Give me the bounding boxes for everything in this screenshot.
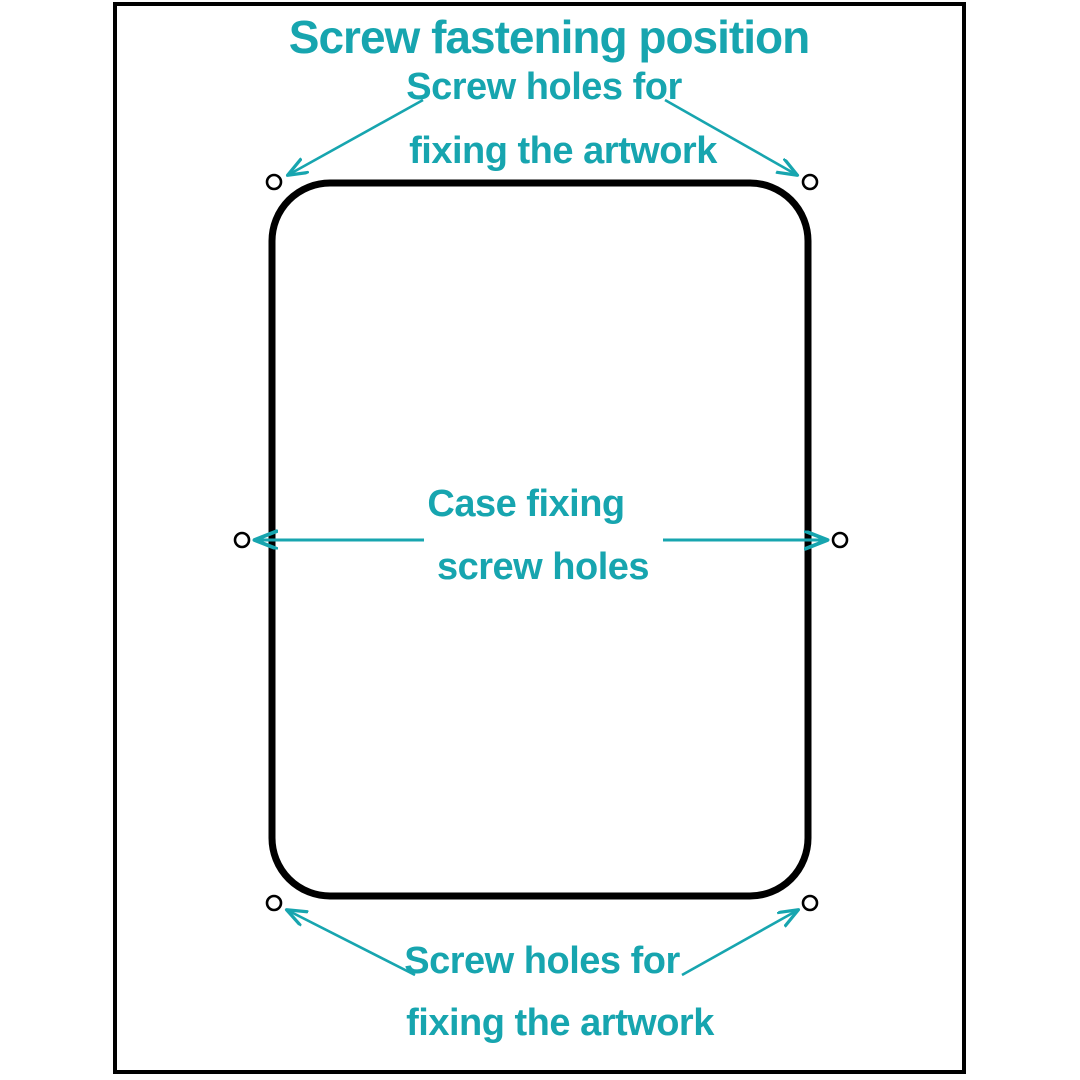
leader-arrow-bottom-left — [287, 910, 416, 977]
bottom-annotation-line1: Screw holes for — [404, 940, 680, 982]
screw-hole-mid-right — [831, 531, 849, 549]
leader-arrow-bottom-right — [681, 910, 798, 977]
screw-hole-top-left — [265, 173, 283, 191]
middle-annotation-line2: screw holes — [436, 546, 650, 588]
leader-arrow-top-right — [664, 98, 797, 175]
diagram-title: Screw fastening position — [288, 11, 810, 63]
screw-hole-top-right — [801, 173, 819, 191]
bottom-annotation-line2: fixing the artwork — [406, 1002, 714, 1044]
screw-hole-bottom-left — [265, 894, 283, 912]
middle-annotation-line1: Case fixing — [427, 483, 625, 525]
top-annotation-line1: Screw holes for — [406, 66, 682, 108]
screw-hole-mid-left — [233, 531, 251, 549]
leader-arrow-top-left — [288, 98, 424, 175]
top-annotation-line2: fixing the artwork — [409, 130, 717, 172]
screw-hole-bottom-right — [801, 894, 819, 912]
